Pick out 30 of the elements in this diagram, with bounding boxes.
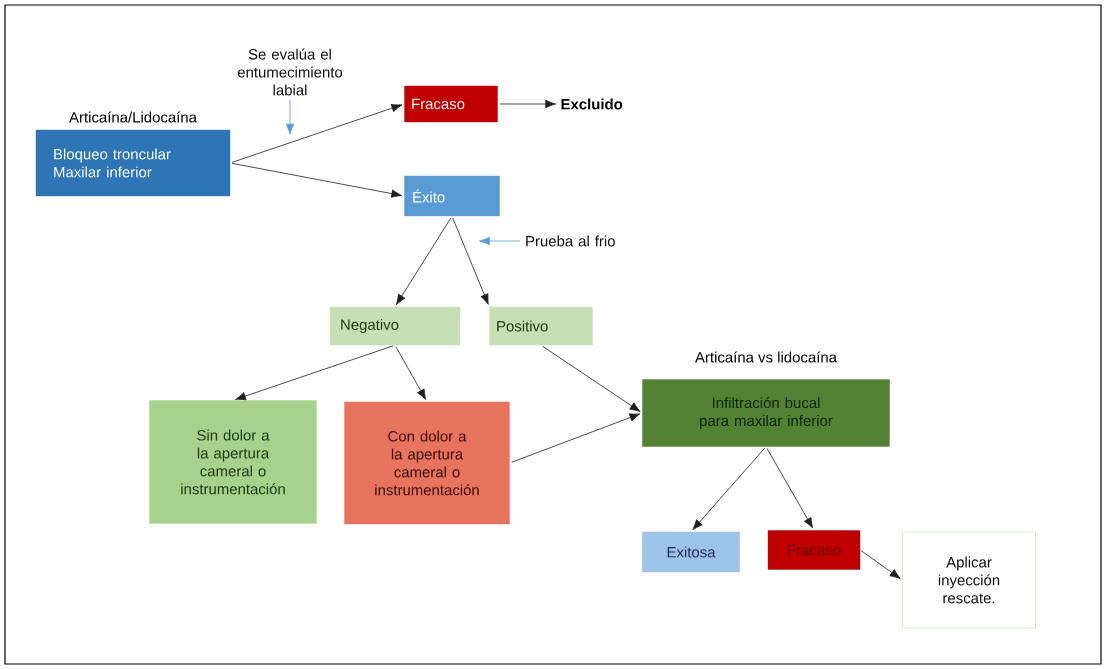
box-heading: Articaína/Lidocaína	[69, 111, 197, 123]
process-box: Con dolor a la apertura cameral o instrumentación	[344, 401, 510, 525]
process-box: Infiltración bucal para maxilar inferior	[642, 379, 890, 447]
process-box: Sin dolor a la apertura cameral o instrumentación	[149, 400, 317, 524]
process-box: Éxito	[404, 175, 500, 217]
box-heading: Articaína vs lidocaína	[695, 351, 837, 363]
process-box: Positivo	[489, 306, 593, 346]
arrow	[231, 162, 403, 198]
annotation-text: Prueba al frio	[526, 235, 615, 247]
arrow	[235, 345, 394, 401]
arrow	[766, 448, 814, 529]
arrow	[285, 99, 295, 135]
arrow	[860, 550, 901, 579]
annotation-text: Excluido	[561, 98, 623, 110]
process-box: Aplicar inyección rescate.	[902, 531, 1036, 629]
arrow	[499, 99, 557, 109]
arrow	[511, 413, 641, 463]
arrow	[542, 345, 641, 412]
process-box: Bloqueo troncular Maxilar inferior	[35, 129, 231, 197]
arrow	[395, 346, 427, 400]
arrow	[452, 217, 489, 305]
process-box: Fracaso	[767, 530, 861, 570]
process-box: Fracaso	[404, 85, 498, 123]
arrow	[692, 447, 766, 531]
arrow	[231, 104, 403, 163]
process-box: Negativo	[329, 306, 461, 346]
arrow	[479, 236, 521, 246]
arrow	[396, 217, 452, 305]
annotation-text: Se evalúa el entumecimiento labial	[237, 48, 343, 96]
process-box: Exitosa	[642, 531, 740, 573]
